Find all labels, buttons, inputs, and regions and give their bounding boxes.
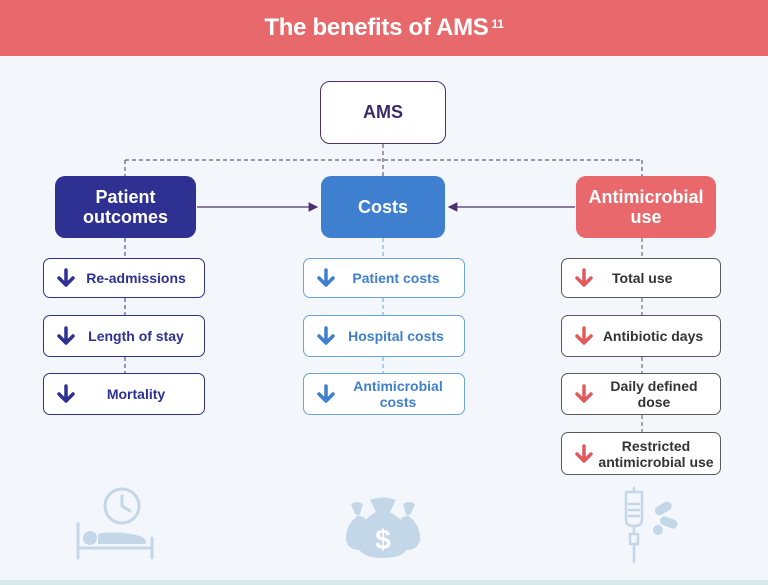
item-patient-costs: Patient costs xyxy=(303,258,465,298)
item-label: Patient costs xyxy=(352,270,440,286)
title: The benefits of AMS xyxy=(264,14,489,41)
item-antibiotic-days: Antibiotic days xyxy=(561,315,721,357)
category-label: Antimicrobial use xyxy=(588,187,704,227)
item-label: Length of stay xyxy=(88,328,184,344)
item-label: Re-admissions xyxy=(86,270,186,286)
ams-root-label: AMS xyxy=(363,102,403,122)
item-label: Total use xyxy=(612,270,673,286)
item-length-of-stay: Length of stay xyxy=(43,315,205,357)
item-label: Antimicrobial costs xyxy=(353,378,443,410)
item-label: Mortality xyxy=(106,386,166,402)
item-hospital-costs: Hospital costs xyxy=(303,315,465,357)
category-label: Patient outcomes xyxy=(82,187,169,227)
title-reference: 11 xyxy=(491,17,504,31)
item-restricted-antimicrobial-use: Restricted antimicrobial use xyxy=(561,432,721,475)
bed-clock-icon xyxy=(76,487,154,560)
bottom-rule xyxy=(0,580,768,585)
arrow-down-icon xyxy=(317,326,335,345)
item-antimicrobial-costs: Antimicrobial costs xyxy=(303,373,465,415)
arrow-down-icon xyxy=(57,384,75,403)
arrow-down-icon xyxy=(57,326,75,345)
category-label: Costs xyxy=(357,197,408,217)
arrow-down-icon xyxy=(575,326,593,345)
arrow-down-icon xyxy=(575,268,593,287)
svg-text:$: $ xyxy=(375,524,391,555)
category-costs: Costs xyxy=(321,176,445,238)
item-re-admissions: Re-admissions xyxy=(43,258,205,298)
arrow-down-icon xyxy=(317,384,335,403)
arrow-down-icon xyxy=(575,384,593,403)
arrow-down-icon xyxy=(57,268,75,287)
item-daily-defined-dose: Daily defined dose xyxy=(561,373,721,415)
arrow-down-icon xyxy=(575,443,593,463)
money-bags-icon: $ xyxy=(345,497,421,558)
arrow-down-icon xyxy=(317,268,335,287)
ams-root-node: AMS xyxy=(320,81,446,144)
item-label: Restricted antimicrobial use xyxy=(598,437,714,470)
item-label: Daily defined dose xyxy=(610,378,698,410)
item-label: Hospital costs xyxy=(348,328,444,344)
item-total-use: Total use xyxy=(561,258,721,298)
item-label: Antibiotic days xyxy=(602,328,704,344)
iv-drip-pills-icon xyxy=(624,486,678,564)
category-antimicrobial-use: Antimicrobial use xyxy=(576,176,716,238)
category-patient-outcomes: Patient outcomes xyxy=(55,176,196,238)
item-mortality: Mortality xyxy=(43,373,205,415)
